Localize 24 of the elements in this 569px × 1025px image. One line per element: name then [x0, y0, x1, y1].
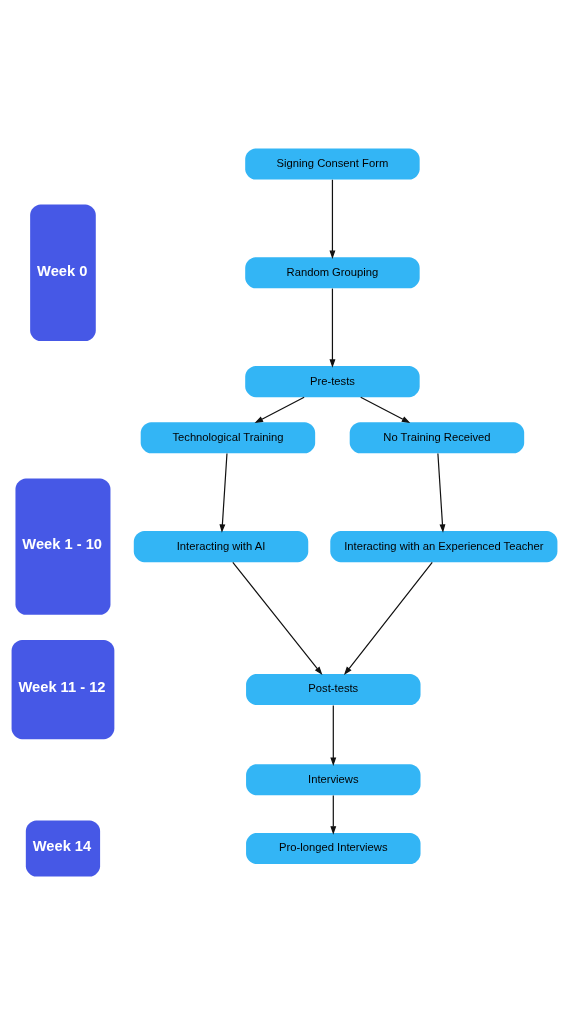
arrow — [254, 396, 305, 424]
node-box: Technological Training — [140, 422, 316, 454]
arrow — [329, 287, 336, 368]
node-box: Post-tests — [246, 674, 421, 706]
node-box: Pro-longed Interviews — [246, 832, 421, 864]
node-box: Interacting with AI — [133, 531, 309, 563]
node-box: Week 11 - 12 — [11, 639, 115, 740]
node-box: No Training Received — [349, 422, 525, 454]
node-box: Interacting with an Experienced Teacher — [330, 531, 558, 563]
node-box: Week 1 - 10 — [15, 478, 111, 615]
arrow — [437, 452, 446, 533]
node-box: Signing Consent Form — [245, 148, 420, 180]
arrow — [343, 561, 433, 676]
node-box: Week 14 — [25, 820, 101, 877]
node-box: Pre-tests — [245, 366, 420, 398]
arrow — [330, 704, 337, 766]
node-box: Interviews — [246, 764, 421, 796]
node-box: Week 0 — [30, 204, 96, 342]
node-box: Random Grouping — [245, 257, 420, 289]
arrow — [232, 561, 323, 676]
arrow — [360, 396, 411, 424]
arrow — [329, 179, 336, 260]
arrow — [330, 794, 337, 835]
arrow — [219, 452, 228, 533]
